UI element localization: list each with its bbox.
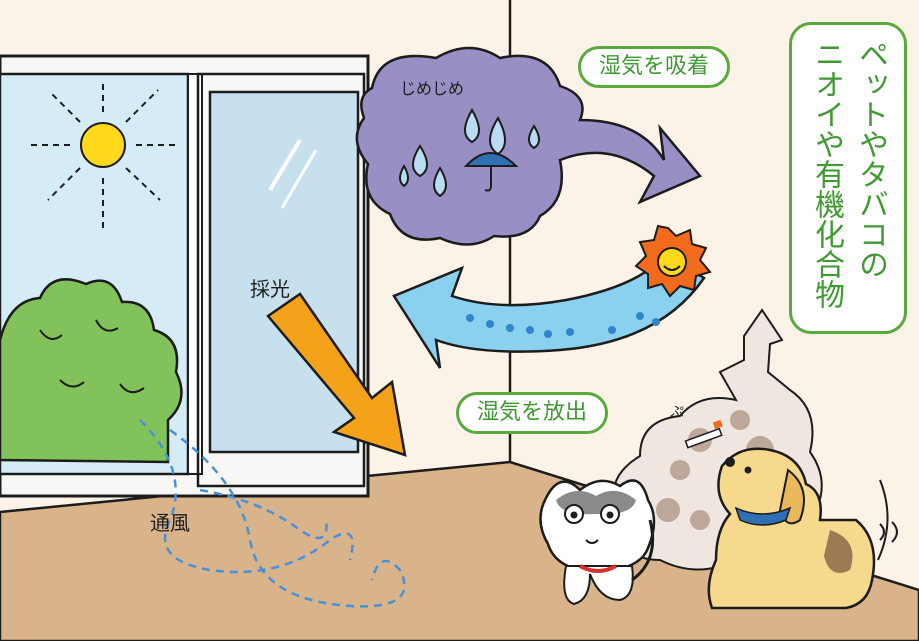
floor bbox=[0, 460, 919, 641]
humidity-release-arrow bbox=[392, 252, 706, 369]
ventilation-label: 通風 bbox=[150, 511, 190, 535]
wind-icon bbox=[139, 419, 406, 608]
cloud-sound-label: じめじめ bbox=[400, 79, 465, 98]
humidity-release-label: 湿気を放出 bbox=[456, 392, 608, 434]
odor-label-line2: ニオイや有機化合物 bbox=[809, 39, 844, 309]
motion-marks bbox=[879, 521, 898, 543]
sun-icon bbox=[28, 80, 178, 232]
lighting-label: 採光 bbox=[250, 277, 290, 301]
odor-label-box: ペットやタバコの ニオイや有機化合物 bbox=[789, 22, 907, 334]
hot-sun-icon bbox=[634, 224, 712, 298]
dog-icon bbox=[707, 447, 889, 610]
rain-cloud-icon bbox=[355, 46, 703, 246]
smoke-mark-label: ぷ bbox=[670, 405, 684, 421]
odor-label-line1: ペットやタバコの bbox=[853, 39, 888, 279]
umbrella-icon bbox=[463, 152, 519, 192]
humidity-absorb-label: 湿気を吸着 bbox=[578, 46, 730, 88]
cigarette-icon bbox=[684, 419, 723, 449]
bush-icon bbox=[0, 278, 183, 464]
lighting-arrow bbox=[266, 292, 407, 457]
cat-icon bbox=[539, 479, 656, 606]
